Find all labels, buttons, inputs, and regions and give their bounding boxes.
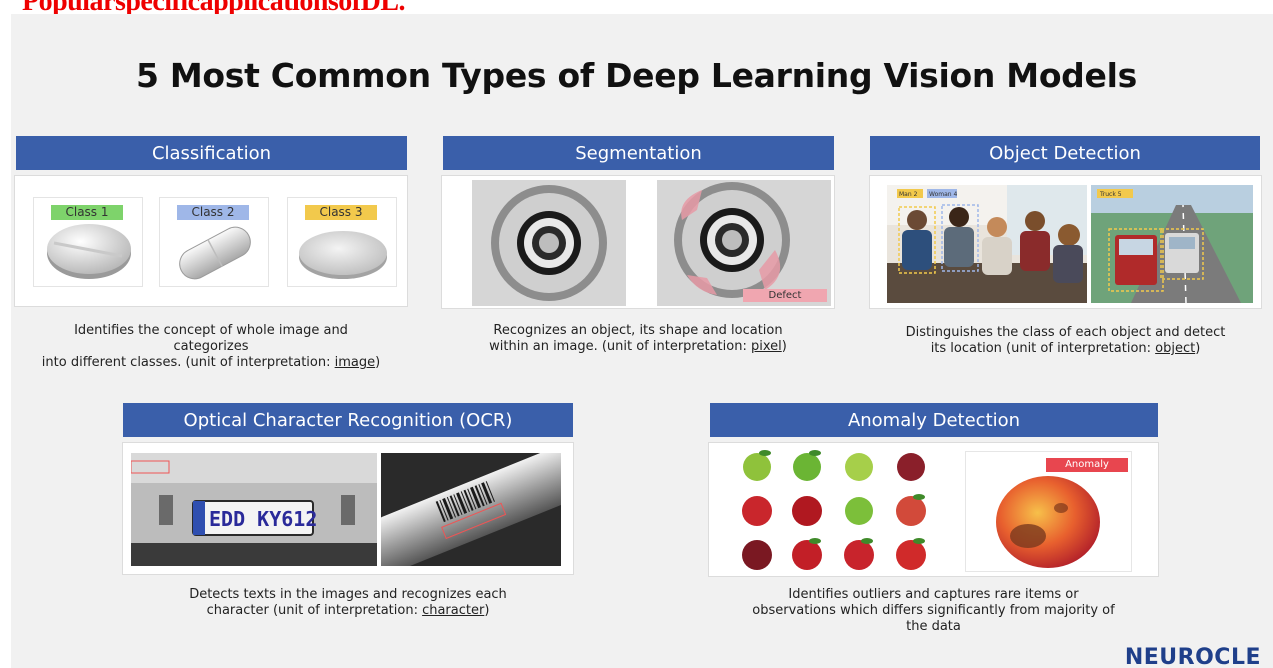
object-detection-card: Man 2 Woman 4 Truck 5 — [869, 175, 1262, 309]
anomaly-card: Anomaly — [708, 442, 1159, 577]
man-2-box-label: Man 2 — [899, 191, 918, 198]
classification-desc-line-2: categorizes — [173, 339, 249, 354]
object-detection-desc-text: its location (unit of interpretation: — [930, 341, 1156, 356]
classification-desc-text: into different classes. (unit of interpr… — [41, 355, 335, 370]
ocr-desc-line-2: character (unit of interpretation: chara… — [122, 603, 574, 619]
highway-traffic-image: Truck 5 — [1091, 185, 1253, 303]
class-1-tag: Class 1 — [51, 205, 123, 220]
segmentation-header: Segmentation — [443, 136, 834, 170]
anomaly-desc-line-2: observations which differs significantly… — [752, 603, 1115, 618]
object-detection-desc-line-1: Distinguishes the class of each object a… — [905, 325, 1226, 340]
flat-tablet-icon — [299, 231, 387, 279]
classification-header: Classification — [16, 136, 407, 170]
anomaly-description: Identifies outliers and captures rare it… — [708, 587, 1159, 635]
barcode-cylinder-image — [381, 453, 561, 566]
segmented-bearing-image: Defect — [657, 180, 831, 306]
round-tablet-icon — [47, 224, 131, 279]
classification-card: Class 1 Class 2 Class 3 — [14, 175, 408, 307]
class-1-sample: Class 1 — [33, 197, 143, 287]
segmentation-desc-text: within an image. (unit of interpretation… — [489, 339, 751, 354]
capsule-pill-icon — [179, 226, 251, 280]
neurocle-logo: NEUROCLE — [1124, 645, 1261, 668]
ocr-desc-line-1: Detects texts in the images and recogniz… — [189, 587, 507, 602]
object-detection-unit: object — [1155, 341, 1196, 356]
ocr-header-label: Optical Character Recognition (OCR) — [183, 409, 513, 431]
classification-unit: image — [334, 355, 376, 370]
bruised-apple-graphic — [996, 476, 1100, 568]
segmentation-description: Recognizes an object, its shape and loca… — [441, 323, 835, 355]
segmentation-header-label: Segmentation — [575, 142, 702, 164]
truck-5-box-label: Truck 5 — [1099, 191, 1122, 198]
object-detection-description: Distinguishes the class of each object a… — [869, 325, 1262, 357]
anomaly-tag: Anomaly — [1046, 458, 1128, 472]
anomalous-apple-image: Anomaly — [965, 451, 1132, 572]
bearing-image — [472, 180, 626, 306]
class-2-tag: Class 2 — [177, 205, 249, 220]
ocr-unit: character — [422, 603, 485, 618]
class-3-sample: Class 3 — [287, 197, 397, 287]
ocr-description: Detects texts in the images and recogniz… — [122, 587, 574, 619]
defect-tag: Defect — [743, 289, 827, 302]
ocr-card: EDD KY612 — [122, 442, 574, 575]
anomaly-desc-line-3: the data — [906, 619, 961, 634]
ocr-desc-text: character (unit of interpretation: — [206, 603, 423, 618]
segmentation-unit: pixel — [750, 339, 782, 354]
classification-desc-end: ) — [375, 355, 381, 370]
apple-grid-image — [742, 450, 926, 570]
bearing-ring-graphic — [472, 180, 626, 306]
ocr-header: Optical Character Recognition (OCR) — [123, 403, 573, 437]
object-detection-desc-end: ) — [1195, 341, 1201, 356]
object-detection-desc-line-2: its location (unit of interpretation: ob… — [869, 341, 1262, 357]
classification-desc-line-3: into different classes. (unit of interpr… — [14, 355, 408, 371]
classification-header-label: Classification — [151, 142, 272, 164]
anomaly-desc-line-1: Identifies outliers and captures rare it… — [788, 587, 1079, 602]
plate-text: EDD KY612 — [209, 507, 317, 531]
object-detection-header-label: Object Detection — [989, 142, 1141, 164]
classification-description: Identifies the concept of whole image an… — [14, 323, 408, 371]
class-2-sample: Class 2 — [159, 197, 269, 287]
page-caption: PopularspecificapplicationsofDL. — [22, 0, 406, 17]
anomaly-header-label: Anomaly Detection — [847, 409, 1021, 431]
segmentation-card: Defect — [441, 175, 835, 309]
class-3-tag: Class 3 — [305, 205, 377, 220]
anomaly-header: Anomaly Detection — [710, 403, 1158, 437]
license-plate-image: EDD KY612 — [131, 453, 377, 566]
woman-4-box-label: Woman 4 — [929, 191, 957, 198]
object-detection-header: Object Detection — [870, 136, 1260, 170]
office-meeting-image: Man 2 Woman 4 — [887, 185, 1087, 303]
segmentation-desc-end: ) — [781, 339, 787, 354]
segmentation-desc-line-1: Recognizes an object, its shape and loca… — [493, 323, 783, 338]
classification-desc-line-1: Identifies the concept of whole image an… — [74, 323, 348, 338]
segmented-bearing-graphic — [657, 180, 831, 306]
segmentation-desc-line-2: within an image. (unit of interpretation… — [441, 339, 835, 355]
ocr-desc-end: ) — [484, 603, 490, 618]
infographic-title: 5 Most Common Types of Deep Learning Vis… — [136, 56, 1137, 95]
